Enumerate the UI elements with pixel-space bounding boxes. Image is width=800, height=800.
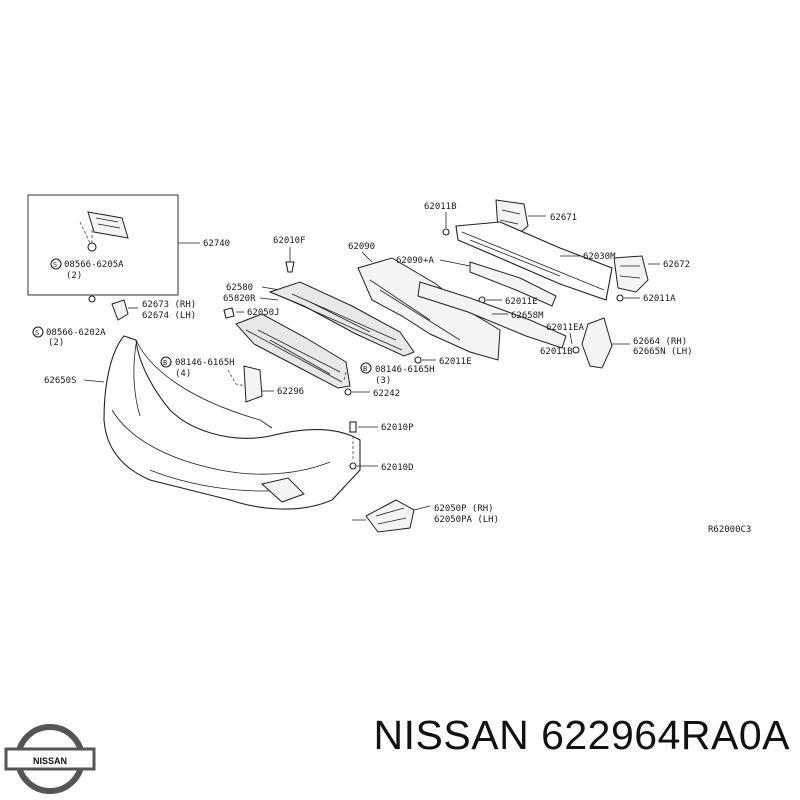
label-62011A: 62011A xyxy=(643,294,676,304)
label-62010P: 62010P xyxy=(381,423,414,433)
clip-62010P-part xyxy=(349,421,357,433)
fog-cover-62050P-part xyxy=(365,499,415,533)
label-62010D: 62010D xyxy=(381,463,414,473)
logo-text: NISSAN xyxy=(33,756,67,766)
side-bracket-62664-part xyxy=(581,317,613,369)
absorber-62658M-part xyxy=(417,281,567,349)
bolt-symbol-icon xyxy=(160,356,172,368)
bumper-fascia-62650S-part xyxy=(103,335,361,510)
label-08566-6202A: 08566-6202A xyxy=(46,328,106,338)
bracket-62672-part xyxy=(613,255,649,293)
nissan-logo: NISSAN xyxy=(4,724,96,794)
label-62650S: 62650S xyxy=(44,376,77,386)
label-qty-2-b: (2) xyxy=(48,338,64,348)
label-65820R: 65820R xyxy=(223,294,256,304)
label-62674-lh: 62674 (LH) xyxy=(142,311,196,321)
label-62672: 62672 xyxy=(663,260,690,270)
screw-symbol-icon xyxy=(50,258,62,270)
screw-s-mark-2: S xyxy=(35,329,39,337)
bolt-62011E-lower-part xyxy=(414,356,422,364)
license-bracket-part xyxy=(87,211,129,239)
label-62011EA: 62011EA xyxy=(546,323,585,333)
bolt-62011B-lower-part xyxy=(572,346,580,354)
bracket-62296-part xyxy=(243,365,263,403)
label-62050PA-lh: 62050PA (LH) xyxy=(434,515,499,525)
label-62242: 62242 xyxy=(373,389,400,399)
label-62050P-rh: 62050P (RH) xyxy=(434,504,494,514)
label-62011B-top: 62011B xyxy=(424,202,457,212)
label-62090: 62090 xyxy=(348,242,375,252)
label-62658M: 62658M xyxy=(511,311,544,321)
bolt-62011A-part xyxy=(616,294,624,302)
clip-62010D-part xyxy=(349,462,357,470)
label-62011E-upper: 62011E xyxy=(505,297,538,307)
label-62671: 62671 xyxy=(550,213,577,223)
label-62740: 62740 xyxy=(203,239,230,249)
label-qty-4: (4) xyxy=(175,369,191,379)
label-08146-6165H-b: 08146-6165H xyxy=(375,365,435,375)
bolt-near-62673-part xyxy=(88,295,96,303)
label-08566-6205A: 08566-6205A xyxy=(64,260,124,270)
label-62030M: 62030M xyxy=(583,252,616,262)
clip-62010F-part xyxy=(285,261,295,273)
bolt-62011B-part xyxy=(442,228,450,236)
absorber-62090-part xyxy=(357,257,501,361)
label-62050J: 62050J xyxy=(247,308,280,318)
bracket-screw-part xyxy=(79,221,97,252)
label-62296: 62296 xyxy=(277,387,304,397)
label-62011B-lower: 62011B xyxy=(540,347,573,357)
label-62010F: 62010F xyxy=(273,236,306,246)
label-qty-3: (3) xyxy=(375,376,391,386)
label-qty-2-a: (2) xyxy=(66,271,82,281)
fog-lamp-opening-part xyxy=(260,477,305,503)
label-62673-rh: 62673 (RH) xyxy=(142,300,196,310)
label-08146-6165H-a: 08146-6165H xyxy=(175,358,235,368)
part-number-title: NISSAN 622964RA0A xyxy=(373,712,790,758)
clip-62050J-part xyxy=(223,307,235,319)
diagram-code: R62000C3 xyxy=(708,525,751,535)
label-62011E-lower: 62011E xyxy=(439,357,472,367)
label-62580: 62580 xyxy=(226,283,253,293)
label-62090+A: 62090+A xyxy=(396,256,435,266)
bolt-symbol-icon-2 xyxy=(360,362,372,374)
inset-frame xyxy=(27,194,179,296)
screw-symbol-icon-2 xyxy=(32,326,44,338)
absorber-62090A-part xyxy=(469,261,557,307)
bolt-b-mark-2: B xyxy=(363,365,367,373)
bracket-62673-part xyxy=(111,299,129,321)
bolt-b-mark: B xyxy=(163,359,167,367)
label-62664-rh: 62664 (RH) xyxy=(633,337,687,347)
label-62665N-lh: 62665N (LH) xyxy=(633,347,693,357)
screw-s-mark: S xyxy=(53,261,57,269)
clip-62242-part xyxy=(344,388,352,396)
